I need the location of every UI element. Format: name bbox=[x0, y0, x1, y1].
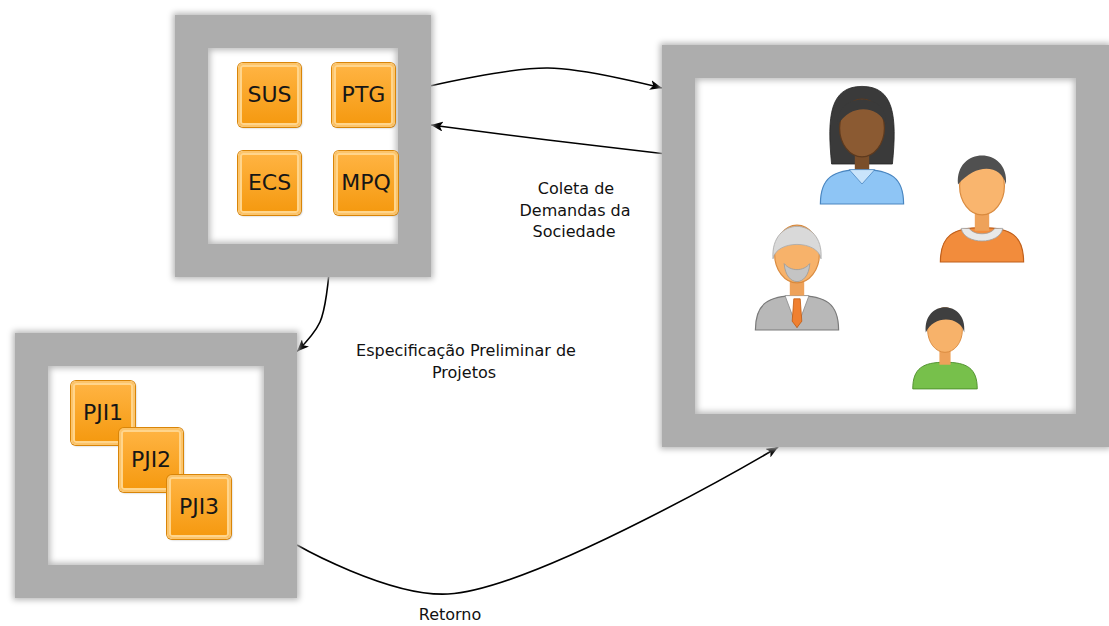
person-icon bbox=[755, 225, 838, 330]
edge-label: Retorno bbox=[395, 604, 505, 626]
person-icon bbox=[820, 86, 903, 204]
edge-label: Especificação Preliminar de Projetos bbox=[335, 340, 595, 383]
edge-label-text: Especificação Preliminar de Projetos bbox=[354, 341, 576, 382]
flow-arrow bbox=[431, 68, 662, 88]
tile-label: PJI2 bbox=[131, 449, 171, 471]
flow-arrow bbox=[297, 447, 778, 594]
module-tile: SUS bbox=[238, 63, 301, 127]
tile-label: PJI3 bbox=[179, 496, 219, 518]
edge-label: Coleta de Demandas da Sociedade bbox=[500, 178, 650, 243]
edge-label-text: Retorno bbox=[417, 605, 484, 624]
person-icon bbox=[940, 156, 1023, 262]
person-icon bbox=[913, 307, 977, 389]
module-tile: MPQ bbox=[334, 151, 398, 215]
tile-label: ECS bbox=[248, 172, 291, 194]
module-tile: PTG bbox=[332, 63, 395, 127]
tile-label: PJI1 bbox=[83, 402, 123, 424]
module-tile: ECS bbox=[238, 151, 301, 215]
society-panel bbox=[662, 45, 1109, 447]
flow-arrow bbox=[431, 125, 662, 153]
tile-label: MPQ bbox=[341, 172, 391, 194]
tile-label: SUS bbox=[247, 84, 291, 106]
group-panel: SUS PTG ECS MPQ bbox=[175, 15, 431, 277]
tile-label: PTG bbox=[342, 84, 386, 106]
project-tile: PJI3 bbox=[167, 475, 231, 539]
flow-arrow bbox=[297, 277, 329, 352]
edge-label-text: Coleta de Demandas da Sociedade bbox=[519, 179, 630, 241]
project-panel: PJI1PJI2PJI3 bbox=[15, 333, 297, 598]
